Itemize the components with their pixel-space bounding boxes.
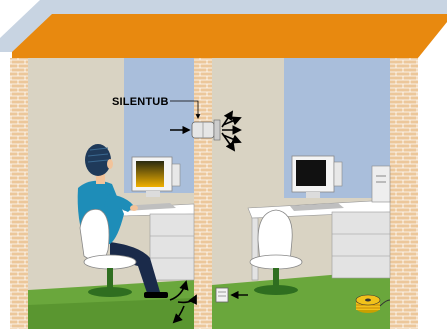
silentub-label: SILENTUB bbox=[112, 96, 169, 108]
left-brick-wall bbox=[10, 58, 28, 334]
right-wall-edge bbox=[418, 30, 447, 334]
bottom-edge bbox=[0, 329, 447, 334]
roof bbox=[0, 0, 447, 58]
middle-brick-wall bbox=[194, 58, 212, 334]
silentub-device bbox=[192, 120, 220, 140]
right-tower-pc bbox=[372, 166, 390, 202]
right-brick-wall bbox=[390, 58, 418, 334]
